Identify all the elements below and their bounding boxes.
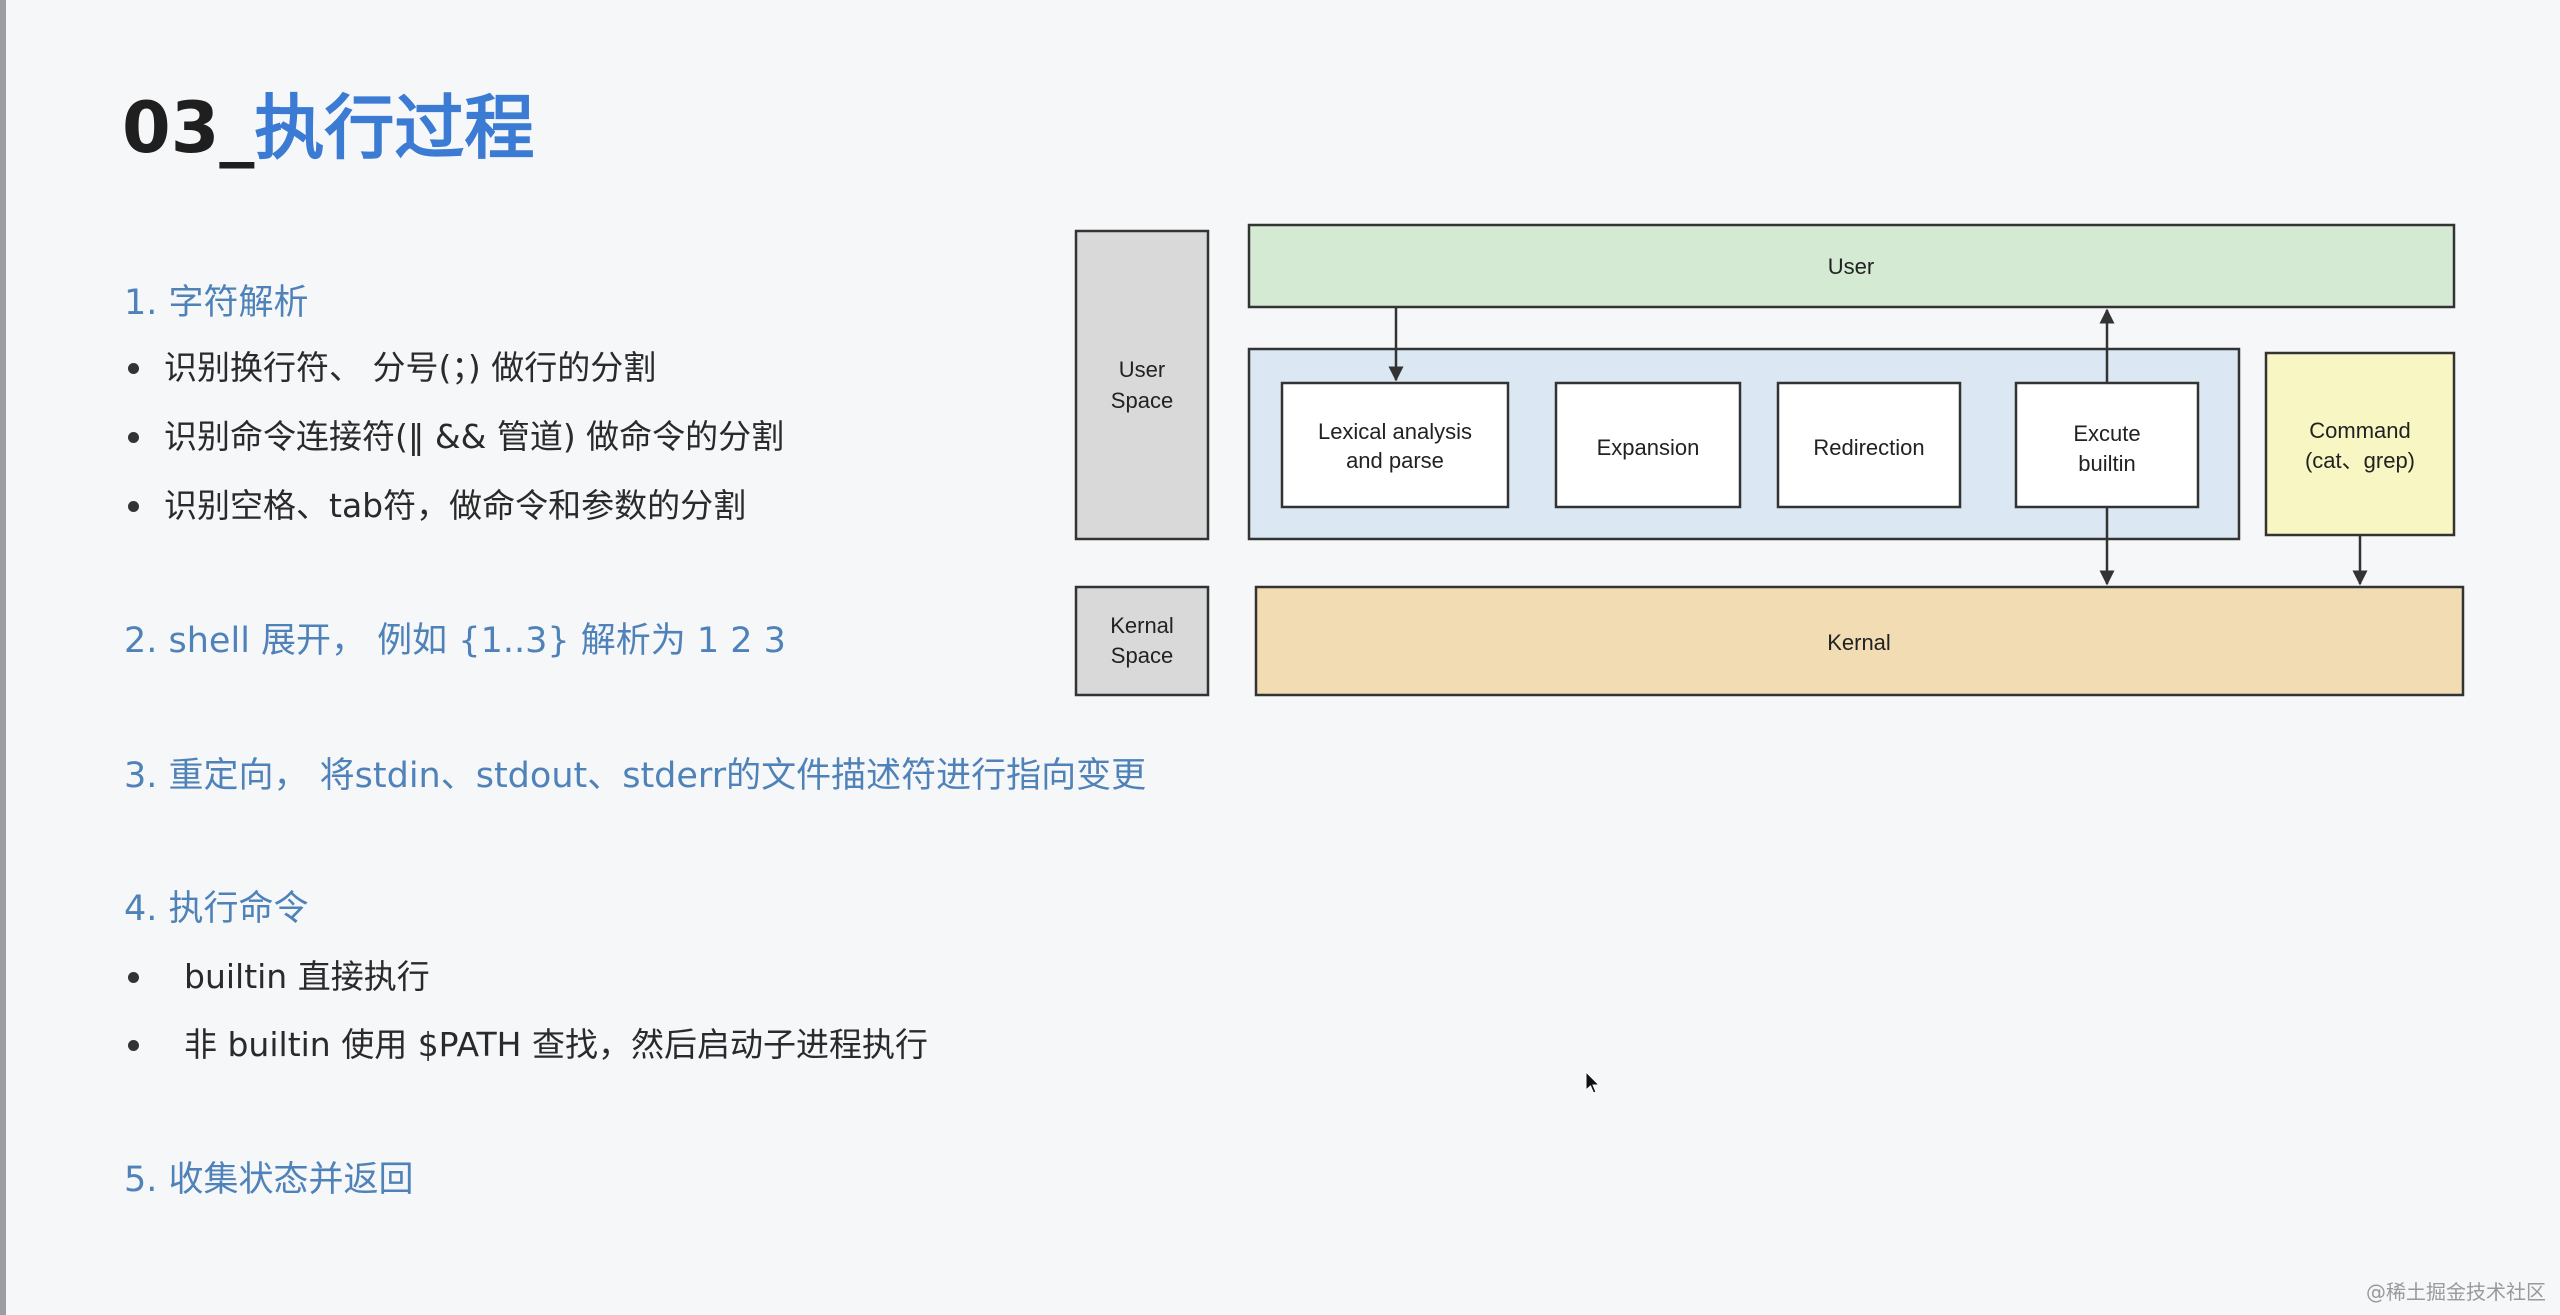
command-line-1: Command bbox=[2309, 418, 2410, 443]
kernal-space-line-2: Space bbox=[1111, 643, 1173, 668]
user-bar bbox=[1247, 223, 2456, 309]
user-bar-label: User bbox=[1828, 254, 1874, 279]
expansion-label: Expansion bbox=[1597, 435, 1700, 460]
step-3: 3. 重定向， 将stdin、stdout、stderr的文件描述符进行指向变更 bbox=[124, 756, 1147, 796]
title-text: 执行过程 bbox=[254, 87, 535, 169]
command-box bbox=[2264, 351, 2456, 537]
mouse-pointer-icon bbox=[1585, 1071, 1601, 1094]
user-space-line-2: Space bbox=[1111, 388, 1173, 413]
kernal-space-line-1: Kernal bbox=[1110, 613, 1174, 638]
excute-line-1: Excute bbox=[2073, 421, 2140, 446]
user-space-line-1: User bbox=[1119, 357, 1165, 382]
step-2: 2. shell 展开， 例如 {1..3} 解析为 1 2 3 bbox=[124, 621, 786, 661]
kernal-bar-label: Kernal bbox=[1827, 630, 1891, 655]
excute-line-2: builtin bbox=[2078, 451, 2135, 476]
excute-builtin-box bbox=[2014, 381, 2200, 509]
kernal-space-box bbox=[1074, 585, 1210, 697]
window-edge bbox=[0, 0, 6, 1315]
user-space-box bbox=[1074, 229, 1210, 541]
expansion-box bbox=[1554, 381, 1742, 509]
command-line-2: (cat、grep) bbox=[2305, 448, 2415, 473]
lexical-line-2: and parse bbox=[1346, 448, 1444, 473]
lexical-line-1: Lexical analysis bbox=[1318, 419, 1472, 444]
step-5: 5. 收集状态并返回 bbox=[124, 1160, 414, 1200]
bullet-dot bbox=[128, 1040, 139, 1051]
lexical-box bbox=[1280, 381, 1510, 509]
title-number: 03_ bbox=[122, 87, 255, 169]
step-1: 1. 字符解析 bbox=[124, 283, 309, 323]
kernal-bar bbox=[1254, 585, 2465, 697]
bullet-dot bbox=[128, 432, 139, 443]
redirection-box bbox=[1776, 381, 1962, 509]
redirection-label: Redirection bbox=[1813, 435, 1924, 460]
watermark: @稀土掘金技术社区 bbox=[2366, 1280, 2546, 1304]
bullet-dot bbox=[128, 363, 139, 374]
slide-title: 03_执行过程 bbox=[122, 88, 534, 168]
bullet-dot bbox=[128, 501, 139, 512]
step-4: 4. 执行命令 bbox=[124, 889, 309, 929]
bullet-dot bbox=[128, 972, 139, 983]
